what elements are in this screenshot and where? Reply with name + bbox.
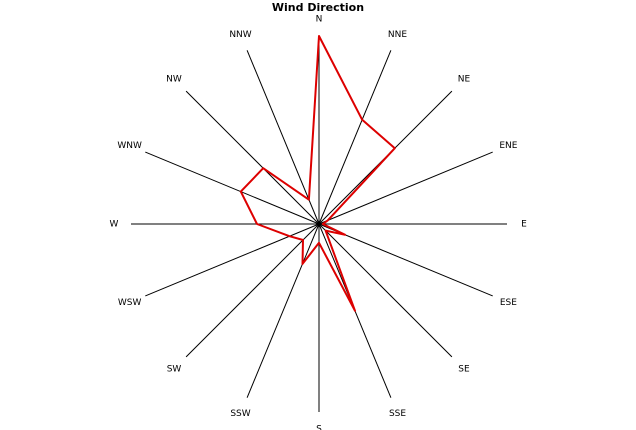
label-wnw: WNW <box>117 141 142 151</box>
label-sse: SSE <box>389 409 406 419</box>
spoke-sw <box>185 223 320 358</box>
label-ssw: SSW <box>230 409 250 419</box>
label-se: SE <box>458 365 470 375</box>
label-ene: ENE <box>499 141 517 151</box>
label-w: W <box>110 220 119 230</box>
label-ese: ESE <box>500 298 517 308</box>
direction-labels: N NNE NE ENE E ESE SE SSE S SSW SW WSW W WNW NW NNW <box>110 15 528 430</box>
label-wsw: WSW <box>118 298 142 308</box>
spoke-nne <box>318 50 392 225</box>
label-nne: NNE <box>388 30 407 40</box>
chart-title: Wind Direction <box>271 1 365 14</box>
direction-spokes <box>131 36 507 412</box>
spoke-nnw <box>246 50 320 225</box>
label-e: E <box>521 220 527 230</box>
spoke-wsw <box>145 223 320 297</box>
spoke-ssw <box>246 223 320 398</box>
spoke-nw <box>185 90 320 225</box>
series-line-0 <box>239 35 396 312</box>
label-sw: SW <box>167 365 182 375</box>
spoke-se <box>318 223 453 358</box>
series-layer <box>239 35 396 312</box>
label-s: S <box>316 425 322 430</box>
label-ne: NE <box>458 75 471 85</box>
label-nnw: NNW <box>229 30 251 40</box>
label-nw: NW <box>166 75 182 85</box>
spoke-ene <box>318 151 493 225</box>
spoke-ese <box>318 223 493 297</box>
spoke-wnw <box>145 151 320 225</box>
label-n: N <box>316 15 323 25</box>
